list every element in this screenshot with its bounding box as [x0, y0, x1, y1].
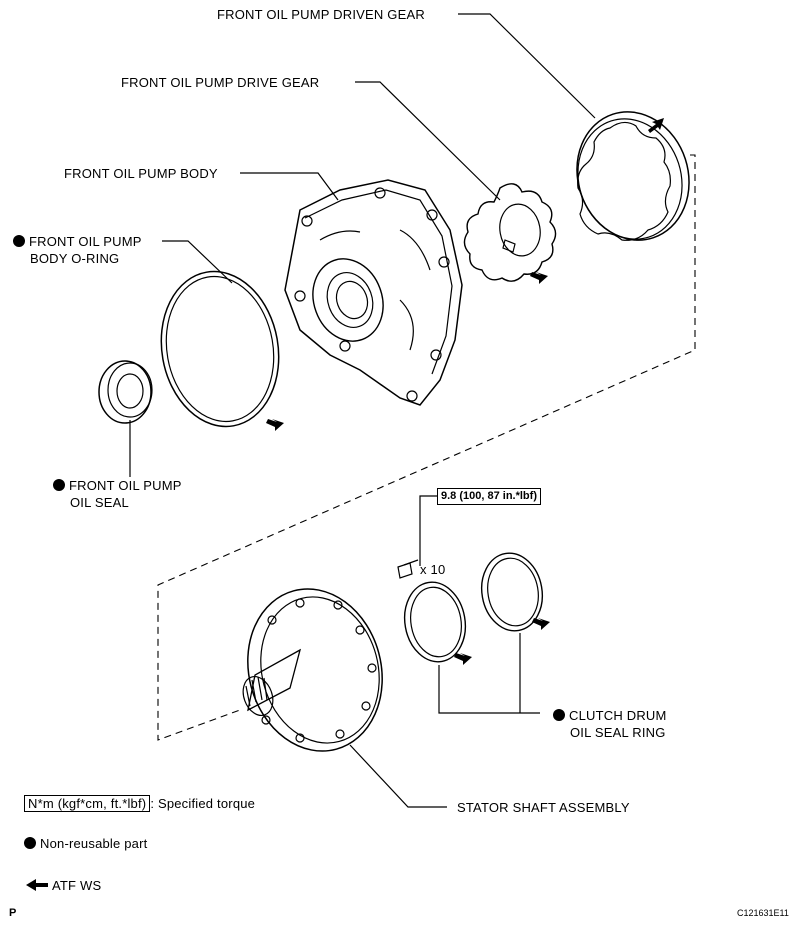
atf-arrows [26, 118, 664, 891]
oil-seal-drawing [98, 360, 153, 424]
footer-left-code: P [9, 907, 17, 919]
non-reusable-dot-icon [13, 235, 25, 247]
leader-stator [349, 744, 447, 808]
label-stator-shaft: STATOR SHAFT ASSEMBLY [457, 800, 630, 815]
atf-arrow-icon [26, 879, 48, 891]
footer-right-code: C121631E11 [737, 908, 789, 918]
leader-pump-body [240, 172, 339, 201]
label-o-ring: FRONT OIL PUMP [13, 233, 142, 250]
leader-drive-gear [355, 81, 501, 201]
label-oil-seal: FRONT OIL PUMP [53, 477, 182, 494]
pump-body-drawing [284, 179, 463, 406]
clutch-ring-1-drawing [403, 581, 467, 663]
driven-gear-drawing [576, 111, 690, 241]
leader-driven-gear [458, 13, 596, 119]
label-clutch-ring-line2: OIL SEAL RING [570, 725, 666, 740]
label-oil-seal-line2: OIL SEAL [70, 495, 129, 510]
label-driven-gear: FRONT OIL PUMP DRIVEN GEAR [217, 7, 425, 22]
o-ring-drawing [160, 270, 280, 428]
atf-arrow-icon [454, 653, 472, 665]
atf-arrow-icon [266, 419, 284, 431]
bolt-drawing [397, 559, 419, 579]
leader-clutch-rings [438, 633, 540, 714]
legend-torque-unit: N*m (kgf*cm, ft.*lbf) [24, 795, 151, 812]
label-oil-seal-line1: FRONT OIL PUMP [69, 478, 182, 493]
leader-torque [419, 495, 437, 566]
label-drive-gear: FRONT OIL PUMP DRIVE GEAR [121, 75, 320, 90]
torque-spec-box: 9.8 (100, 87 in.*lbf) [437, 488, 541, 505]
clutch-ring-2-drawing [480, 552, 544, 632]
non-reusable-dot-icon [553, 709, 565, 721]
label-o-ring-line2: BODY O-RING [30, 251, 120, 266]
legend-atf: ATF WS [52, 878, 102, 893]
leader-o-ring [162, 240, 233, 284]
legend-torque-desc: : Specified torque [150, 796, 256, 811]
label-pump-body: FRONT OIL PUMP BODY [64, 166, 218, 181]
alignment-dashed-line [157, 154, 696, 741]
label-o-ring-line1: FRONT OIL PUMP [29, 234, 142, 249]
stator-shaft-drawing [242, 588, 383, 752]
non-reusable-dot-icon [53, 479, 65, 491]
label-clutch-ring: CLUTCH DRUM [553, 707, 667, 724]
legend-non-reusable-text: Non-reusable part [40, 836, 148, 851]
atf-arrow-icon [530, 272, 548, 284]
atf-arrow-icon [648, 118, 664, 133]
legend-torque: N*m (kgf*cm, ft.*lbf): Specified torque [24, 795, 255, 812]
label-bolt-count: x 10 [420, 562, 446, 577]
drive-gear-drawing [463, 183, 557, 282]
non-reusable-dot-icon [24, 837, 36, 849]
label-clutch-ring-line1: CLUTCH DRUM [569, 708, 667, 723]
legend-non-reusable: Non-reusable part [24, 835, 147, 852]
atf-arrow-icon [532, 618, 550, 630]
